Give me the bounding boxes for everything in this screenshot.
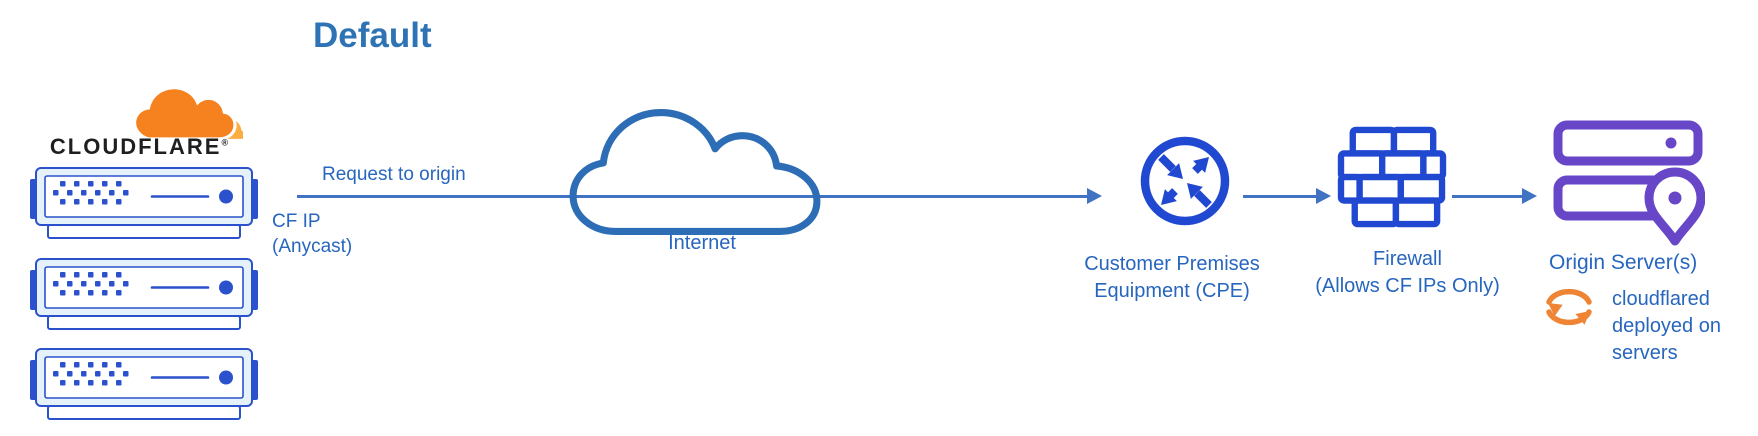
arrow-head xyxy=(1316,188,1331,204)
cf-ip-line2: (Anycast) xyxy=(272,236,353,257)
origin-server-icon xyxy=(1553,120,1705,246)
cpe-label-line1: Customer Premises xyxy=(1084,253,1260,275)
internet-node: Internet xyxy=(563,90,829,258)
internet-label: Internet xyxy=(668,232,736,254)
arrow-firewall-to-origin xyxy=(1452,188,1537,205)
arrow-head xyxy=(1522,188,1537,204)
cpe-router-icon xyxy=(1136,132,1234,230)
cf-ip-anycast-label: CF IP (Anycast) xyxy=(272,209,352,259)
edge-server-icon xyxy=(30,348,258,422)
registered-mark: ® xyxy=(221,137,229,148)
firewall-label-line2: (Allows CF IPs Only) xyxy=(1315,275,1500,297)
edge-server-icon xyxy=(30,167,258,241)
origin-server-label: Origin Server(s) xyxy=(1549,251,1698,274)
refresh-icon xyxy=(1538,282,1602,330)
arrow-shaft xyxy=(1243,195,1318,198)
cloudflared-note-line1: cloudflared xyxy=(1612,288,1710,310)
arrow-cpe-to-firewall xyxy=(1243,188,1331,205)
page-title: Default xyxy=(313,16,432,55)
edge-server-icon xyxy=(30,258,258,332)
cloudflare-logo-icon xyxy=(133,78,243,140)
arrow-shaft xyxy=(297,195,1089,198)
firewall-label-line1: Firewall xyxy=(1373,248,1442,270)
cloudflare-wordmark: CLOUDFLARE® xyxy=(30,134,248,160)
arrow-request-to-origin xyxy=(297,188,1102,205)
cloudflared-note: cloudflared deployed on servers xyxy=(1612,286,1721,367)
cf-ip-line1: CF IP xyxy=(272,211,321,232)
brand-name: CLOUDFLARE xyxy=(49,134,222,159)
cloudflared-note-line3: servers xyxy=(1612,342,1678,364)
cpe-label-line2: Equipment (CPE) xyxy=(1094,280,1250,302)
firewall-icon xyxy=(1337,126,1447,228)
arrow-shaft xyxy=(1452,195,1524,198)
internet-cloud-icon xyxy=(569,109,821,235)
cpe-label: Customer Premises Equipment (CPE) xyxy=(1052,251,1292,305)
arrow-head xyxy=(1087,188,1102,204)
cloudflared-note-line2: deployed on xyxy=(1612,315,1721,337)
request-to-origin-label: Request to origin xyxy=(322,164,466,185)
firewall-label: Firewall (Allows CF IPs Only) xyxy=(1285,246,1530,300)
